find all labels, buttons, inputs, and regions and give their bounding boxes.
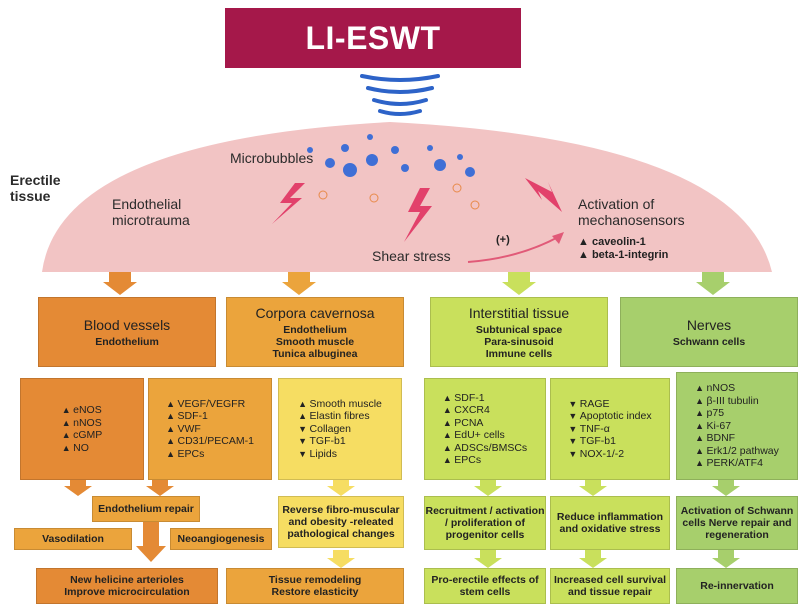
list-item: PERK/ATF4 bbox=[695, 457, 779, 470]
corpora-list: Smooth muscleElastin fibresCollagenTGF-b… bbox=[278, 378, 402, 480]
list-item: Collagen bbox=[298, 423, 382, 436]
interstitial-list-1: SDF-1 CXCR4 PCNA EdU+ cells ADSCs/BMSCs … bbox=[424, 378, 546, 480]
list-item: nNOS bbox=[695, 382, 779, 395]
list-item: SDF-1 bbox=[443, 392, 527, 405]
interstitial-sub: Subtunical space bbox=[475, 323, 563, 336]
interstitial-sub: Para-sinusoid bbox=[484, 335, 554, 348]
list-item: β-III tubulin bbox=[695, 395, 779, 408]
sparkle-icon bbox=[318, 183, 480, 210]
corpora-cavernosa-box: Corpora cavernosa Endothelium Smooth mus… bbox=[226, 297, 404, 367]
nerves-box: Nerves Schwann cells bbox=[620, 297, 798, 367]
blood-vessels-title: Blood vessels bbox=[83, 316, 171, 333]
lightning-icon bbox=[272, 178, 562, 242]
shockwave-icon bbox=[360, 74, 440, 116]
list-item: Elastin fibres bbox=[298, 410, 382, 423]
list-item: EPCs bbox=[166, 448, 254, 461]
mechanosensor-item: ▲ beta-1-integrin bbox=[578, 249, 669, 261]
list-item: Smooth muscle bbox=[298, 398, 382, 411]
reverse-fibro-box: Reverse fibro-muscular and obesity -rele… bbox=[278, 496, 404, 548]
corpora-sub: Endothelium bbox=[283, 323, 347, 336]
interstitial-title: Interstitial tissue bbox=[468, 304, 570, 321]
microbubbles-label: Microbubbles bbox=[230, 150, 314, 166]
list-item: Ki-67 bbox=[695, 420, 779, 433]
list-item: nNOS bbox=[62, 417, 103, 430]
endothelium-repair-box: Endothelium repair bbox=[92, 496, 200, 522]
list-item: TNF-α bbox=[568, 423, 651, 436]
list-item: NOX-1/-2 bbox=[568, 448, 651, 461]
down-arrows bbox=[64, 272, 740, 568]
outcome-line: Restore elasticity bbox=[271, 586, 359, 598]
plus-label: (+) bbox=[496, 234, 510, 246]
new-helicine-box: New helicine arterioles Improve microcir… bbox=[36, 568, 218, 604]
interstitial-list-2: RAGE Apoptotic index TNF-α TGF-b1 NOX-1/… bbox=[550, 378, 670, 480]
list-item: p75 bbox=[695, 407, 779, 420]
corpora-sub: Smooth muscle bbox=[275, 335, 355, 348]
list-item: RAGE bbox=[568, 398, 651, 411]
corpora-title: Corpora cavernosa bbox=[255, 304, 375, 321]
mechanosensor-list: ▲ caveolin-1 ▲ beta-1-integrin bbox=[578, 236, 668, 262]
list-item: TGF-b1 bbox=[568, 435, 651, 448]
title-text: LI-ESWT bbox=[305, 19, 441, 56]
list-item: EPCs bbox=[443, 454, 527, 467]
title-banner: LI-ESWT bbox=[225, 8, 521, 68]
list-item: Apoptotic index bbox=[568, 410, 652, 423]
list-item: cGMP bbox=[62, 429, 102, 442]
interstitial-tissue-box: Interstitial tissue Subtunical space Par… bbox=[430, 297, 608, 367]
erectile-tissue-label: Erectile tissue bbox=[10, 172, 61, 204]
activation-schwann-box: Activation of Schwann cells Nerve repair… bbox=[676, 496, 798, 550]
list-item: SDF-1 bbox=[166, 410, 254, 423]
vasodilation-box: Vasodilation bbox=[14, 528, 132, 550]
blood-vessels-box: Blood vessels Endothelium bbox=[38, 297, 216, 367]
nerves-sub: Schwann cells bbox=[672, 335, 746, 348]
outcome-line: Tissue remodeling bbox=[268, 574, 362, 586]
shear-stress-arrow bbox=[467, 235, 561, 263]
shear-stress-label: Shear stress bbox=[372, 248, 451, 264]
nerves-title: Nerves bbox=[686, 316, 732, 333]
list-item: VWF bbox=[166, 423, 254, 436]
increased-survival-box: Increased cell survival and tissue repai… bbox=[550, 568, 670, 604]
blood-vessels-list-1: eNOS nNOS cGMP NO bbox=[20, 378, 144, 480]
tissue-remodeling-box: Tissue remodeling Restore elasticity bbox=[226, 568, 404, 604]
reinnervation-box: Re-innervation bbox=[676, 568, 798, 604]
corpora-sub: Tunica albuginea bbox=[272, 347, 358, 360]
endothelial-microtrauma-label: Endothelial microtrauma bbox=[112, 196, 190, 228]
list-item: BDNF bbox=[695, 432, 779, 445]
list-item: NO bbox=[62, 442, 103, 455]
microbubbles-icon bbox=[307, 134, 475, 177]
list-item: VEGF/VEGFR bbox=[166, 398, 254, 411]
pro-erectile-box: Pro-erectile effects of stem cells bbox=[424, 568, 546, 604]
list-item: eNOS bbox=[62, 404, 103, 417]
nerves-list: nNOS β-III tubulin p75 Ki-67 BDNF Erk1/2… bbox=[676, 372, 798, 480]
neoangiogenesis-box: Neoangiogenesis bbox=[170, 528, 272, 550]
list-item: PCNA bbox=[443, 417, 527, 430]
mechanosensor-item: ▲ caveolin-1 bbox=[578, 236, 646, 248]
list-item: EdU+ cells bbox=[443, 429, 527, 442]
erectile-tissue-dome bbox=[42, 122, 772, 272]
list-item: Lipids bbox=[298, 448, 382, 461]
outcome-line: New helicine arterioles bbox=[70, 574, 184, 586]
list-item: CD31/PECAM-1 bbox=[166, 435, 253, 448]
list-item: Erk1/2 pathway bbox=[695, 445, 779, 458]
interstitial-sub: Immune cells bbox=[485, 347, 553, 360]
activation-mechanosensors-label: Activation of mechanosensors bbox=[578, 196, 685, 228]
blood-vessels-list-2: VEGF/VEGFR SDF-1 VWF CD31/PECAM-1 EPCs bbox=[148, 378, 272, 480]
list-item: CXCR4 bbox=[443, 404, 527, 417]
reduce-inflammation-box: Reduce inflammation and oxidative stress bbox=[550, 496, 670, 550]
blood-vessels-sub: Endothelium bbox=[95, 335, 159, 348]
outcome-line: Improve microcirculation bbox=[64, 586, 190, 598]
recruitment-box: Recruitment / activation / proliferation… bbox=[424, 496, 546, 550]
list-item: TGF-b1 bbox=[298, 435, 382, 448]
list-item: ADSCs/BMSCs bbox=[443, 442, 527, 455]
